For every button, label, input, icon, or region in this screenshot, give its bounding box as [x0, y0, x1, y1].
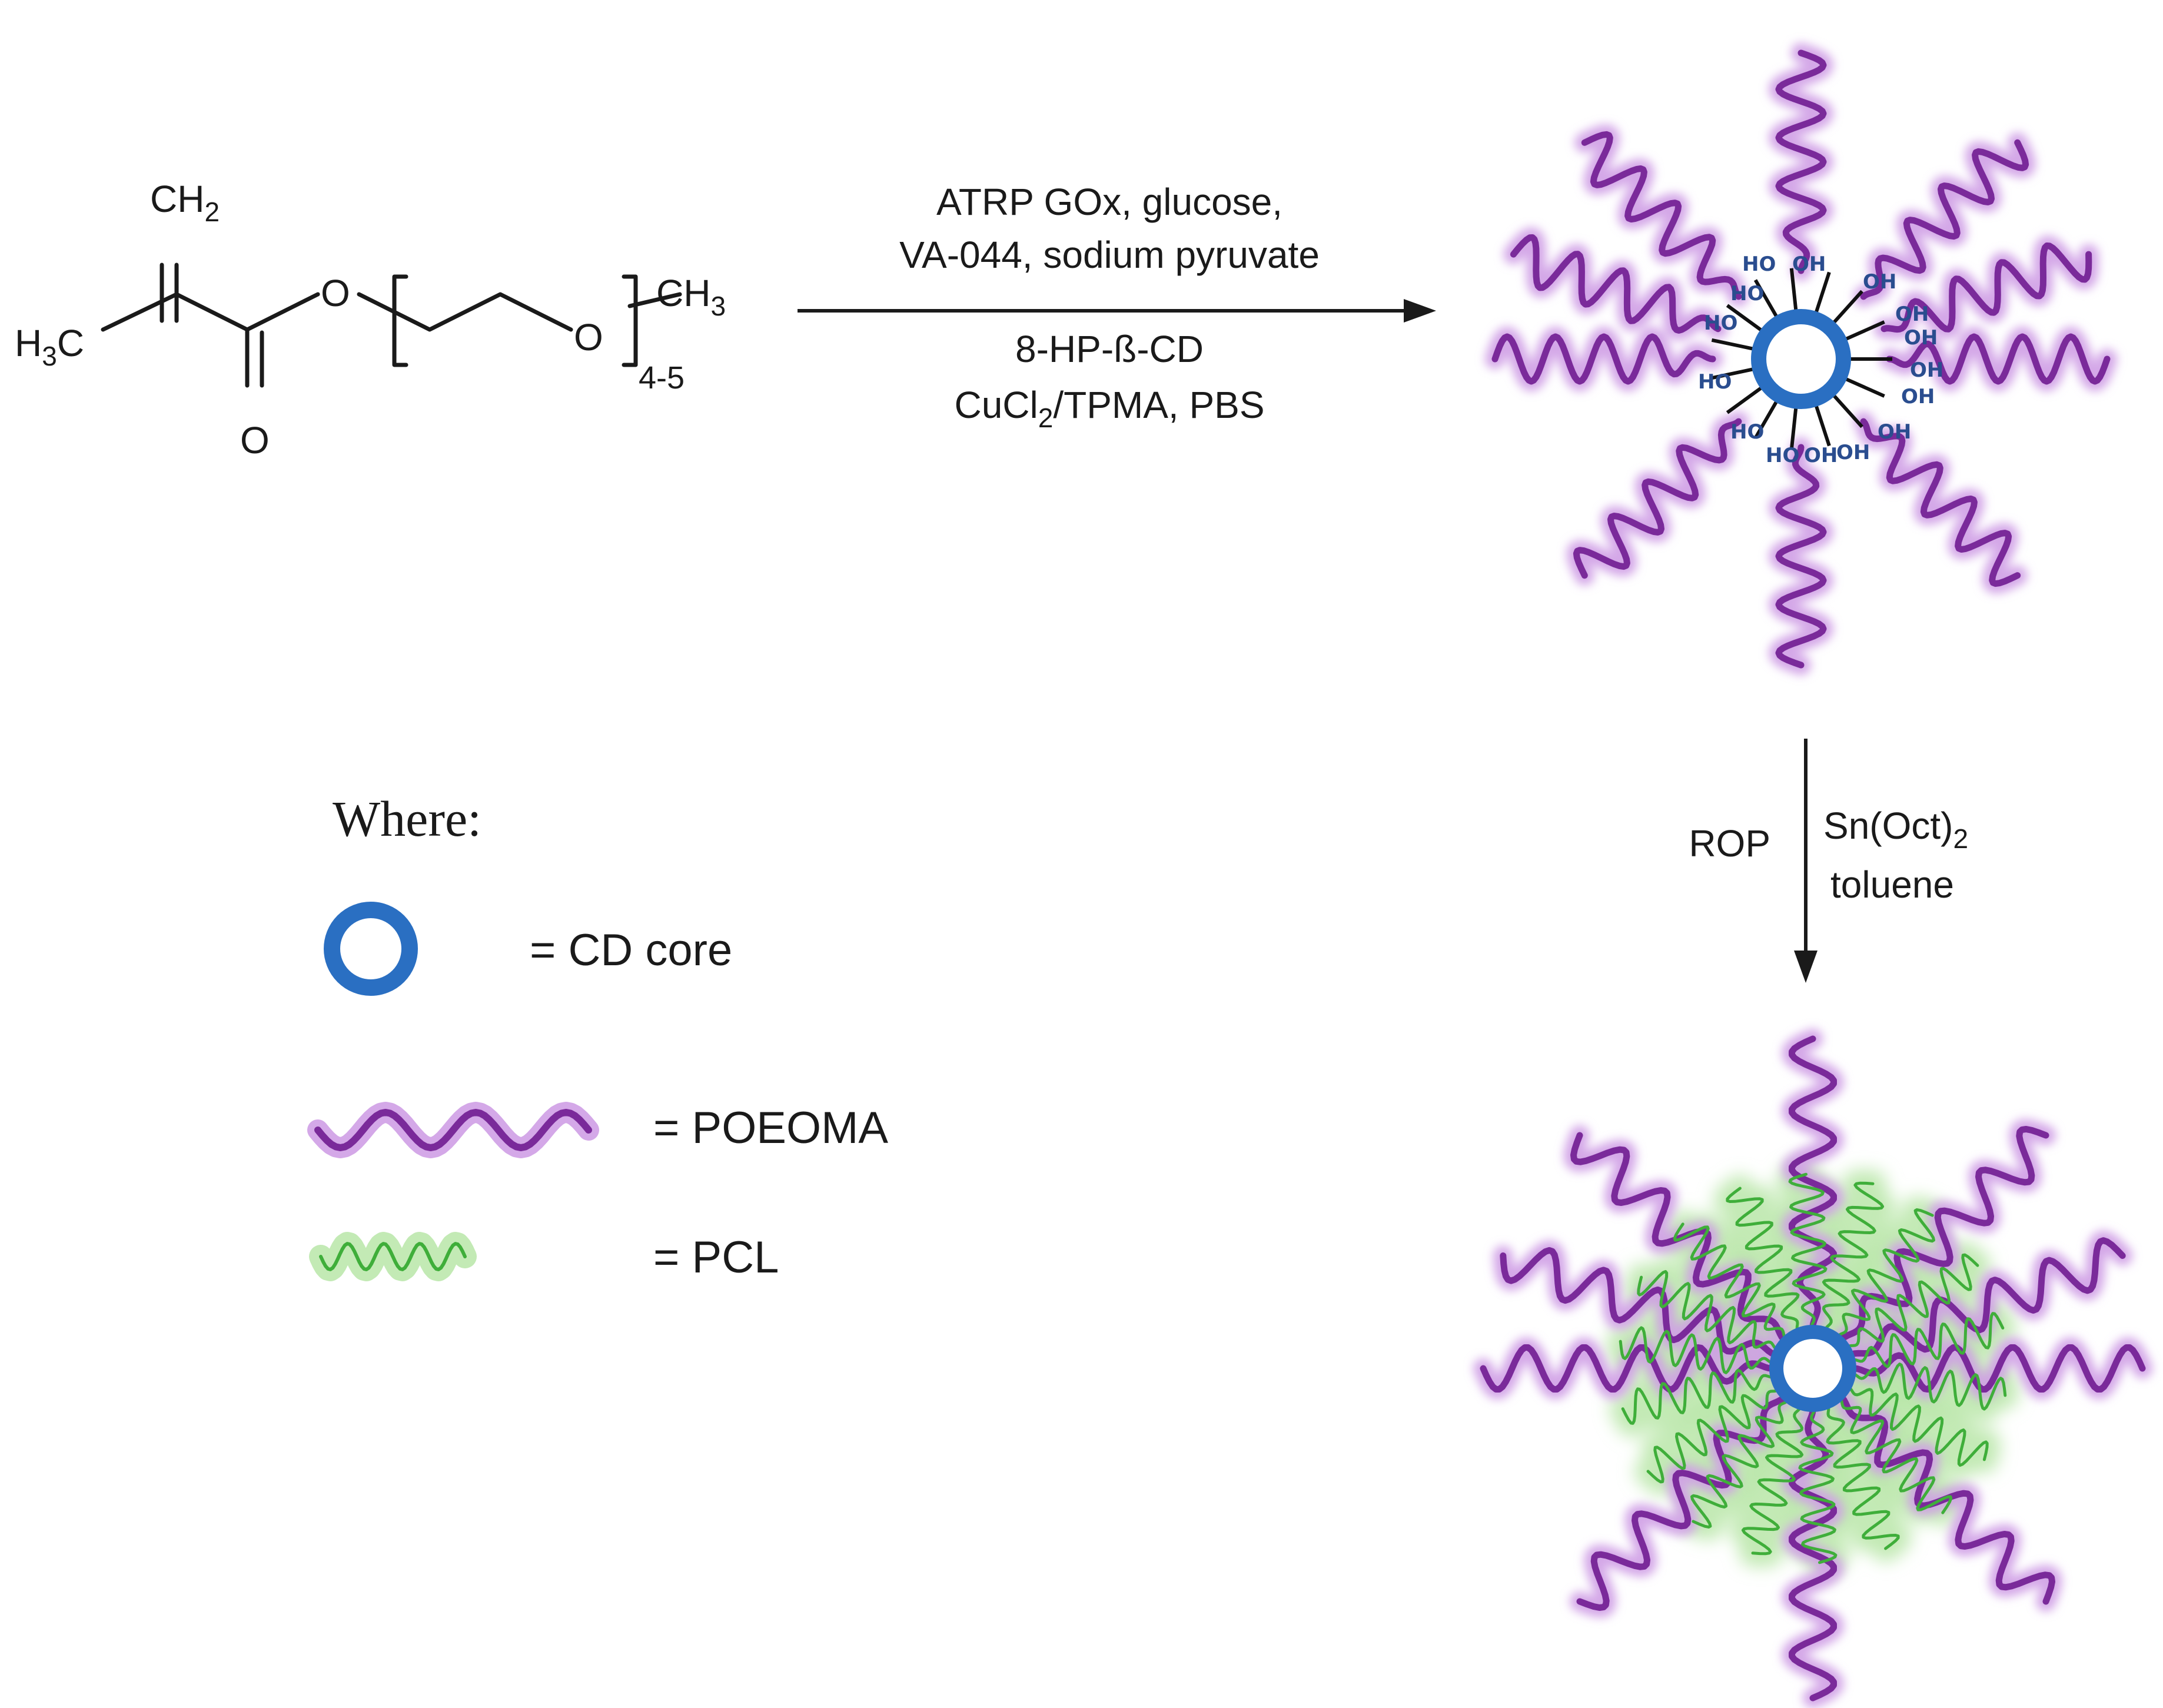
hydroxyl-label: HO [1730, 420, 1764, 444]
pcl-arm [1673, 1222, 1787, 1340]
pcl-legend-line [319, 1242, 467, 1271]
pcl-arm [1741, 1406, 1804, 1556]
poeoma-arm [1775, 444, 1827, 669]
step2-catalyst-label: Sn(Oct)2 [1823, 805, 1968, 854]
pcl-arms [1619, 1172, 2007, 1564]
step2-solvent-label: toluene [1830, 863, 1954, 906]
poeoma-arm-glow [1566, 411, 1749, 586]
pcl-arm [1690, 1399, 1789, 1529]
chain-oxygen-label: O [574, 316, 603, 358]
hydroxyl-label: HO [1766, 444, 1799, 467]
legend-poeoma-label: = POEOMA [653, 1103, 888, 1153]
step1-condition-line3: 8-HP-ß-CD [1015, 328, 1204, 370]
h3c-label: H3C [15, 322, 84, 371]
step2-arrow-head [1794, 951, 1818, 983]
hydroxyl-label: OH [1792, 252, 1826, 276]
hydroxyl-label: HO [1704, 311, 1737, 335]
poeoma-arm [1839, 1126, 2049, 1343]
pcl-arm [1726, 1187, 1800, 1332]
step2-arrow-group: ROP Sn(Oct)2 toluene [1689, 739, 1968, 983]
pcl-arm [1852, 1312, 2005, 1368]
hydroxyl-label: OH [1910, 358, 1943, 382]
hydroxyl-label: HO [1730, 282, 1764, 305]
hydroxyl-labels: OH OH OH OH OH OH OH OH OH HO HO HO HO H… [1698, 252, 1943, 467]
pcl-arm [1839, 1397, 1953, 1514]
ch2-label: CH2 [150, 178, 220, 227]
hydroxyl-label: OH [1904, 326, 1938, 350]
legend-title: Where: [333, 790, 481, 847]
poeoma-arm [1880, 242, 2092, 333]
hydroxyl-label: HO [1698, 370, 1732, 394]
pcl-arm [1621, 1368, 1774, 1425]
pcl-arm [1852, 1363, 2007, 1411]
poeoma-arm [1500, 1247, 1777, 1358]
poeoma-arm [1886, 333, 2111, 385]
poeoma-arms [1491, 49, 2111, 669]
pcl-arm [1822, 1181, 1885, 1331]
poeoma-arm [1510, 234, 1722, 334]
monomer-structure: CH2 H3C O O O CH3 4-5 [15, 178, 726, 461]
poeoma-arm [1573, 418, 1742, 579]
step1-condition-line2: VA-044, sodium pyruvate [899, 234, 1320, 276]
pcl-arm [1848, 1386, 1989, 1467]
hydroxyl-label: OH [1878, 420, 1911, 444]
cd-core [1751, 309, 1851, 409]
star-polymer-poeoma-pcl [1473, 1029, 2152, 1708]
poeoma-arm [1848, 1237, 2126, 1358]
pcl-arm [1788, 1172, 1828, 1329]
cd-core [1769, 1325, 1856, 1412]
poeoma-arm [1860, 139, 2029, 300]
step1-arrow-head [1404, 299, 1436, 323]
poeoma-arms [1480, 1035, 2146, 1702]
carbonyl-oxygen-label: O [240, 419, 270, 461]
hydroxyl-label: OH [1895, 303, 1929, 326]
legend-pcl-label: = PCL [653, 1232, 779, 1282]
hydroxyl-label: OH [1901, 385, 1935, 408]
poeoma-arm [1576, 1394, 1787, 1611]
pcl-arm [1619, 1326, 1774, 1374]
hydroxyl-label: HO [1742, 252, 1776, 276]
hydroxyl-label: OH [1863, 270, 1896, 294]
legend-cd-core-icon [324, 902, 418, 996]
hydroxyl-label: OH [1804, 444, 1838, 467]
poeoma-arm [1480, 1344, 1775, 1393]
poeoma-legend-line [314, 1109, 592, 1151]
pcl-arm [1826, 1405, 1900, 1550]
step1-condition-line1: ATRP GOx, glucose, [936, 181, 1282, 223]
legend-cd-core-label: = CD core [530, 925, 732, 975]
repeat-unit-label: 4-5 [639, 360, 685, 396]
ester-oxygen-label: O [321, 272, 350, 314]
poeoma-arm [1850, 1344, 2146, 1393]
legend: Where: = CD core = POEOMA = PCL [307, 790, 888, 1282]
poeoma-arm-glow [1853, 411, 2028, 594]
ch3-label: CH3 [656, 272, 726, 321]
step1-condition-line4: CuCl2/TPMA, PBS [954, 384, 1264, 433]
hydroxyl-label: OH [1836, 441, 1870, 464]
pcl-arm [1798, 1408, 1838, 1564]
poeoma-arm [1491, 333, 1716, 385]
pcl-arm [1836, 1208, 1935, 1338]
pcl-arm [1646, 1388, 1780, 1484]
step1-arrow-group: ATRP GOx, glucose, VA-044, sodium pyruva… [798, 181, 1436, 433]
step2-label-rop: ROP [1689, 822, 1770, 865]
pcl-arm [1846, 1253, 1979, 1348]
legend-poeoma-icon [307, 1102, 599, 1158]
star-polymer-poeoma: OH OH OH OH OH OH OH OH OH HO HO HO HO H… [1485, 43, 2117, 675]
poeoma-arm [1860, 418, 2021, 587]
poeoma-arm [1775, 49, 1827, 274]
poeoma-arm [1581, 131, 1742, 300]
legend-pcl-icon [309, 1232, 477, 1281]
pcl-arm [1637, 1270, 1778, 1351]
